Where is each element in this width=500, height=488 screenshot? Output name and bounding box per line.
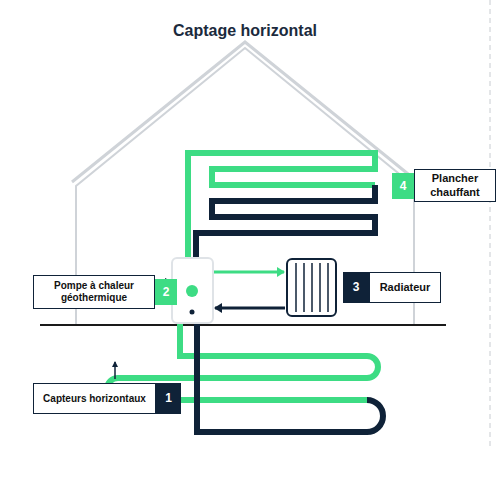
- callout-number: 2: [155, 279, 177, 305]
- callout-label: Pompe à chaleur géothermique: [33, 275, 155, 309]
- number-text: 2: [163, 285, 170, 299]
- callout-number: 4: [392, 173, 414, 199]
- leader-arrow: [114, 362, 116, 379]
- label-text: Capteurs horizontaux: [43, 393, 146, 405]
- ground-line: [40, 324, 446, 326]
- label-text: Plancher chauffant: [419, 172, 491, 198]
- callout-number: 3: [343, 272, 369, 303]
- number-text: 4: [400, 179, 407, 193]
- radiator-symbol: [287, 259, 336, 316]
- label-text: Pompe à chaleur géothermique: [38, 280, 150, 304]
- supply-arrow: [213, 271, 284, 274]
- return-arrow: [215, 307, 285, 310]
- title: Captage horizontal: [0, 22, 490, 40]
- floor-heating-pipe: [188, 153, 375, 260]
- callout-label: Plancher chauffant: [414, 169, 496, 202]
- callout-label: Radiateur: [369, 272, 441, 303]
- ground-loop-pipe: [107, 322, 383, 432]
- number-text: 1: [165, 391, 172, 405]
- label-text: Radiateur: [380, 281, 431, 294]
- callout-label: Capteurs horizontaux: [33, 383, 156, 414]
- heat-pump-unit: [172, 258, 213, 323]
- callout-number: 1: [156, 383, 181, 414]
- number-text: 3: [353, 280, 360, 294]
- dashed-line: [490, 0, 491, 446]
